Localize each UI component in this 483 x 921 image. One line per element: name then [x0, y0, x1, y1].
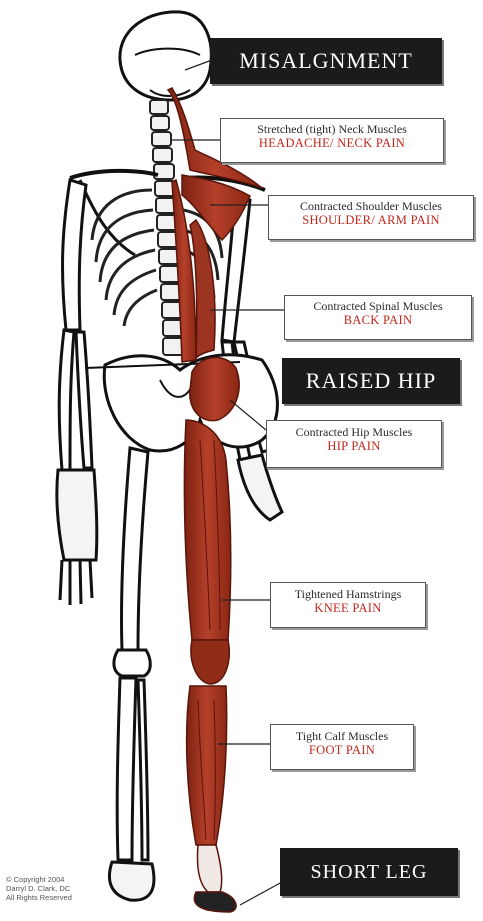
- callout-foot-pain: FOOT PAIN: [271, 743, 413, 758]
- callout-shoulder-pain: SHOULDER/ ARM PAIN: [269, 213, 473, 228]
- callout-hip-cause: Contracted Hip Muscles: [267, 425, 441, 439]
- lower-leg: [197, 845, 221, 892]
- misalignment-banner: MISALGNMENT: [210, 38, 442, 84]
- callout-foot-cause: Tight Calf Muscles: [271, 729, 413, 743]
- copyright-line: © Copyright 2004: [6, 875, 126, 884]
- foot: [194, 892, 236, 912]
- raised-hip-label: RAISED HIP: [306, 368, 436, 393]
- callout-shoulder-cause: Contracted Shoulder Muscles: [269, 199, 473, 213]
- callout-knee: Tightened Hamstrings KNEE PAIN: [270, 582, 426, 628]
- left-arm-bones: [57, 180, 97, 605]
- raised-hip-banner: RAISED HIP: [282, 358, 460, 404]
- callout-neck-pain: HEADACHE/ NECK PAIN: [221, 136, 443, 151]
- callout-neck: Stretched (tight) Neck Muscles HEADACHE/…: [220, 118, 444, 163]
- callout-spinal-pain: BACK PAIN: [285, 313, 471, 328]
- callout-knee-pain: KNEE PAIN: [271, 601, 425, 616]
- short-leg-label: SHORT LEG: [311, 861, 428, 883]
- calf-muscles: [187, 686, 227, 845]
- callout-shoulder: Contracted Shoulder Muscles SHOULDER/ AR…: [268, 195, 474, 240]
- copyright-line: Darryl D. Clark, DC: [6, 884, 126, 893]
- callout-hip-pain: HIP PAIN: [267, 439, 441, 454]
- callout-spinal-cause: Contracted Spinal Muscles: [285, 299, 471, 313]
- callout-knee-cause: Tightened Hamstrings: [271, 587, 425, 601]
- callout-neck-cause: Stretched (tight) Neck Muscles: [221, 122, 443, 136]
- skull: [120, 12, 211, 100]
- callout-spinal: Contracted Spinal Muscles BACK PAIN: [284, 295, 472, 340]
- short-leg-banner: SHORT LEG: [280, 848, 458, 896]
- misalignment-label: MISALGNMENT: [239, 48, 413, 73]
- callout-foot: Tight Calf Muscles FOOT PAIN: [270, 724, 414, 770]
- knee-muscles: [191, 640, 229, 684]
- pelvis: [85, 355, 277, 451]
- hamstrings: [184, 420, 230, 640]
- callout-hip: Contracted Hip Muscles HIP PAIN: [266, 420, 442, 468]
- copyright-line: All Rights Reserved: [6, 893, 126, 902]
- left-leg-bones: [109, 448, 154, 900]
- copyright-notice: © Copyright 2004 Darryl D. Clark, DC All…: [6, 875, 126, 902]
